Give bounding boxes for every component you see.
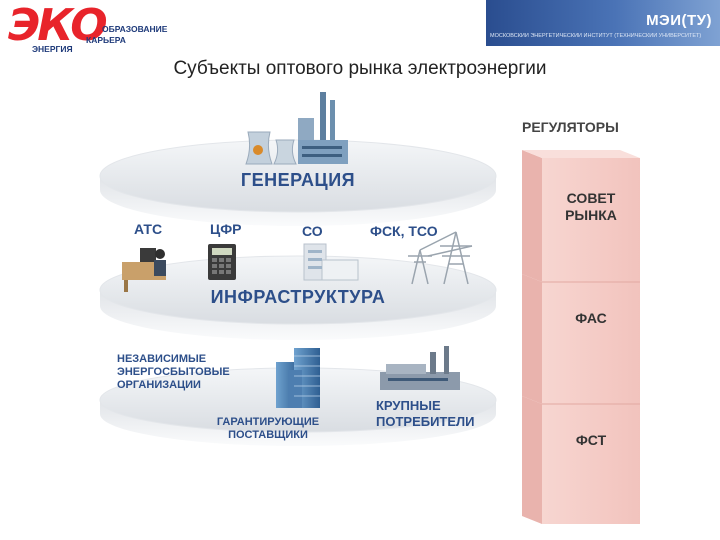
regulator-block-2 <box>522 274 640 404</box>
regulators-title: РЕГУЛЯТОРЫ <box>522 119 619 135</box>
market-council-label: СОВЕТ РЫНКА <box>536 190 646 224</box>
guaranteeing-suppliers-label: ГАРАНТИРУЮЩИЕ ПОСТАВЩИКИ <box>208 416 328 442</box>
banner-subtitle: МОСКОВСКИЙ ЭНЕРГЕТИЧЕСКИЙ ИНСТИТУТ (ТЕХН… <box>490 33 702 39</box>
regulator-block-3 <box>522 396 640 524</box>
page-title: Субъекты оптового рынка электроэнергии <box>173 58 547 79</box>
generation-label: ГЕНЕРАЦИЯ <box>240 170 356 190</box>
so-label: СО <box>302 223 323 239</box>
generation-platform <box>99 139 497 226</box>
independent-line-3: ОРГАНИЗАЦИИ <box>117 379 201 391</box>
logo-eko-text: ЭКО <box>8 0 108 51</box>
power-plant-icon <box>245 92 348 165</box>
factory-icon <box>380 346 460 390</box>
large-consumers-line-1: КРУПНЫЕ <box>376 398 441 413</box>
guaranteeing-line-1: ГАРАНТИРУЮЩИЕ <box>216 416 320 428</box>
fas-label: ФАС <box>575 310 607 326</box>
guaranteeing-line-2: ПОСТАВЩИКИ <box>228 429 308 441</box>
large-consumers-label: КРУПНЫЕ ПОТРЕБИТЕЛИ <box>376 398 475 430</box>
cfr-label: ЦФР <box>210 221 242 237</box>
large-consumers-line-2: ПОТРЕБИТЕЛИ <box>376 414 475 429</box>
operator-desk-icon <box>122 248 166 292</box>
calculator-icon <box>208 244 236 280</box>
glass-tower-icon <box>276 348 320 408</box>
infrastructure-platform <box>99 255 497 340</box>
independent-sales-label: НЕЗАВИСИМЫЕ ЭНЕРГОСБЫТОВЫЕ ОРГАНИЗАЦИИ <box>117 353 230 392</box>
logo-line-energy: ЭНЕРГИЯ <box>32 44 73 54</box>
logo-line-education: ОБРАЗОВАНИЕ <box>102 24 168 34</box>
independent-line-1: НЕЗАВИСИМЫЕ <box>117 353 207 365</box>
fst-label: ФСТ <box>575 432 607 448</box>
market-council-line-2: РЫНКА <box>565 207 617 223</box>
power-line-towers-icon <box>408 231 473 285</box>
infrastructure-label: ИНФРАСТРУКТУРА <box>210 287 386 307</box>
mei-banner: МЭИ(ТУ) МОСКОВСКИЙ ЭНЕРГЕТИЧЕСКИЙ ИНСТИТ… <box>486 0 720 46</box>
fsk-tso-label: ФСК, ТСО <box>370 223 438 239</box>
banner-title: МЭИ(ТУ) <box>646 12 712 29</box>
independent-line-2: ЭНЕРГОСБЫТОВЫЕ <box>117 366 230 378</box>
logo-line-career: КАРЬЕРА <box>86 35 126 45</box>
regulator-block-1 <box>522 150 640 282</box>
system-operator-building-icon <box>303 243 359 281</box>
ats-label: АТС <box>134 221 163 237</box>
market-council-line-1: СОВЕТ <box>566 190 616 206</box>
